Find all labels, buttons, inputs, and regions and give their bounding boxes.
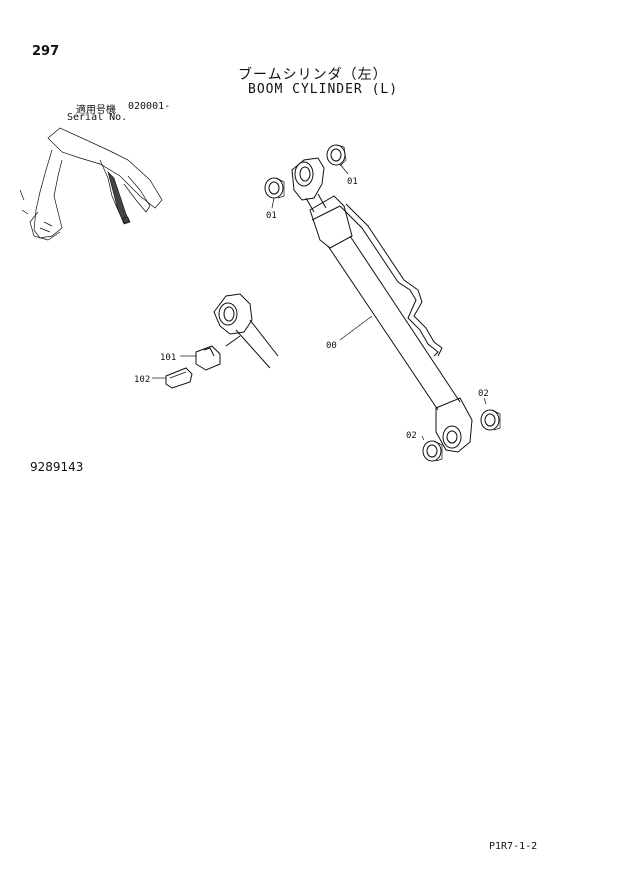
bushing-01-left <box>264 177 285 199</box>
excavator-locator-thumbnail <box>19 127 163 241</box>
callout-01-left: 01 <box>266 211 277 221</box>
callout-101: 101 <box>160 353 176 363</box>
bushing-02-right <box>480 409 501 431</box>
boom-cylinder-assembly <box>291 157 473 453</box>
title-english: BOOM CYLINDER (L) <box>248 82 399 97</box>
callout-02-left: 02 <box>406 431 417 441</box>
leader-lines <box>152 163 487 441</box>
secondary-rod-end-view <box>213 293 279 369</box>
callout-102: 102 <box>134 375 150 385</box>
serial-range: 020001- <box>128 101 171 112</box>
bushing-01-top <box>326 144 347 167</box>
page-code: P1R7-1-2 <box>489 841 538 852</box>
serial-label-english: Serial No. <box>67 112 128 123</box>
callout-00: 00 <box>326 341 337 351</box>
part-101 <box>195 345 221 371</box>
callout-02-right: 02 <box>478 389 489 399</box>
bushing-02-left <box>422 440 443 462</box>
callout-01-top: 01 <box>347 177 358 187</box>
drawing-number: 9289143 <box>30 460 84 474</box>
part-102 <box>165 367 193 389</box>
title-japanese: ブームシリンダ（左） <box>238 67 388 83</box>
serial-label-japanese: 適用号機 <box>76 105 116 116</box>
page-number: 297 <box>32 44 60 59</box>
